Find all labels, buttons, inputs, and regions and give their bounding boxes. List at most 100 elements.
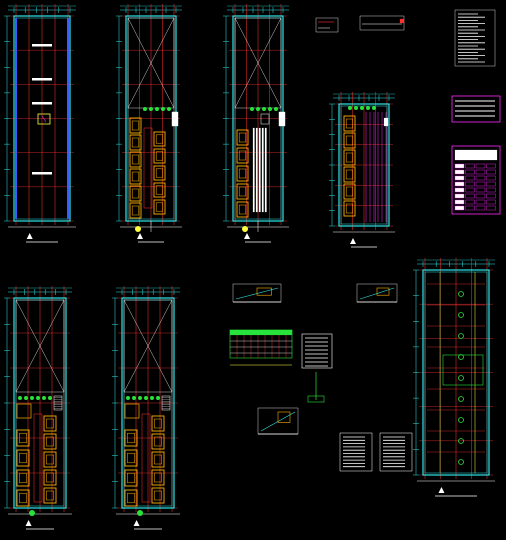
legend-cell <box>486 199 496 205</box>
car-roof <box>127 492 135 504</box>
tree-icon <box>30 396 34 400</box>
plan-sheet-1 <box>4 4 76 243</box>
legend-frame <box>451 145 501 215</box>
car-icon <box>153 182 166 198</box>
legend-cell <box>454 163 465 169</box>
entrance-marker <box>29 510 35 516</box>
void-diagonal <box>234 17 282 109</box>
notes-block-bottom <box>339 432 413 472</box>
car-roof <box>154 490 162 501</box>
north-arrow-icon <box>350 238 356 244</box>
car-body <box>43 487 57 504</box>
column-marker <box>458 459 464 465</box>
car-icon <box>16 449 30 467</box>
column-marker <box>458 396 464 402</box>
car-icon <box>236 147 249 164</box>
car-body <box>129 168 142 185</box>
legend-cell <box>454 193 465 199</box>
schedule-table-2 <box>301 333 333 403</box>
tree-icon <box>149 107 153 111</box>
schedule-table-1 <box>229 329 293 366</box>
car-body <box>129 151 142 168</box>
outer-wall <box>121 297 175 509</box>
car-icon <box>124 403 140 419</box>
tree-icon <box>274 107 278 111</box>
legend-cell <box>465 163 475 169</box>
car-roof <box>19 472 27 484</box>
car-icon <box>124 449 138 467</box>
car-body <box>124 489 138 507</box>
tree-icon <box>36 396 40 400</box>
car-body <box>16 489 30 507</box>
legend-header <box>454 149 498 161</box>
plan-sheet-4 <box>329 92 395 248</box>
legend-cell <box>475 205 486 211</box>
car-icon <box>151 487 165 504</box>
roof-access-hatch <box>37 113 51 125</box>
entrance-marker <box>137 510 143 516</box>
car-roof <box>238 132 247 143</box>
car-body <box>236 129 249 146</box>
car-icon <box>124 429 138 447</box>
legend-cell <box>475 193 486 199</box>
wall-block <box>171 111 179 127</box>
ramp-zone <box>143 127 153 209</box>
elevator-core <box>260 113 270 125</box>
legend-cell <box>475 175 486 181</box>
tree-icon <box>156 396 160 400</box>
car-icon <box>151 433 165 450</box>
detail-frame <box>315 17 339 33</box>
skylight-strip <box>32 102 52 105</box>
void-diagonal <box>127 17 175 109</box>
legend-cell <box>454 199 465 205</box>
tree-icon <box>268 107 272 111</box>
car-icon <box>343 115 356 132</box>
section-detail-1 <box>232 283 282 303</box>
car-icon <box>124 489 138 507</box>
lane-stripe <box>261 127 264 213</box>
car-body <box>153 182 166 198</box>
car-roof <box>345 152 354 163</box>
car-roof <box>19 432 27 444</box>
car-roof <box>345 186 354 197</box>
legend-frame <box>451 95 501 123</box>
car-icon <box>43 415 57 432</box>
car-icon <box>236 183 249 200</box>
table-frame <box>301 333 333 369</box>
car-body <box>124 429 138 447</box>
car-roof <box>155 168 164 178</box>
car-body <box>129 117 142 134</box>
legend-cell <box>454 169 465 175</box>
north-arrow-icon <box>438 487 445 493</box>
car-icon <box>343 183 356 200</box>
north-arrow-icon <box>25 520 32 526</box>
car-icon <box>129 168 142 185</box>
car-body <box>236 201 249 218</box>
car-body <box>16 469 30 487</box>
car-body <box>153 148 166 164</box>
legend-cell <box>465 169 475 175</box>
legend-panel-2 <box>451 145 501 215</box>
column-marker <box>458 354 464 360</box>
plan-sheet-5 <box>4 286 72 530</box>
car-body <box>343 132 356 149</box>
car-icon <box>153 148 166 164</box>
core-detail <box>442 354 484 386</box>
car-icon <box>151 451 165 468</box>
north-arrow-icon <box>133 520 140 526</box>
car-roof <box>131 120 140 131</box>
car-roof <box>154 472 162 483</box>
car-roof <box>46 418 54 429</box>
skylight-strip <box>32 44 52 47</box>
car-icon <box>236 201 249 218</box>
legend-cell <box>486 163 496 169</box>
tree-icon <box>48 396 52 400</box>
outer-wall <box>13 15 71 222</box>
car-roof <box>46 436 54 447</box>
car-roof <box>155 134 164 144</box>
legend-panel-1 <box>451 95 501 123</box>
car-icon <box>236 165 249 182</box>
lane-stripe <box>264 127 267 213</box>
car-icon <box>153 199 166 215</box>
car-body <box>343 149 356 166</box>
